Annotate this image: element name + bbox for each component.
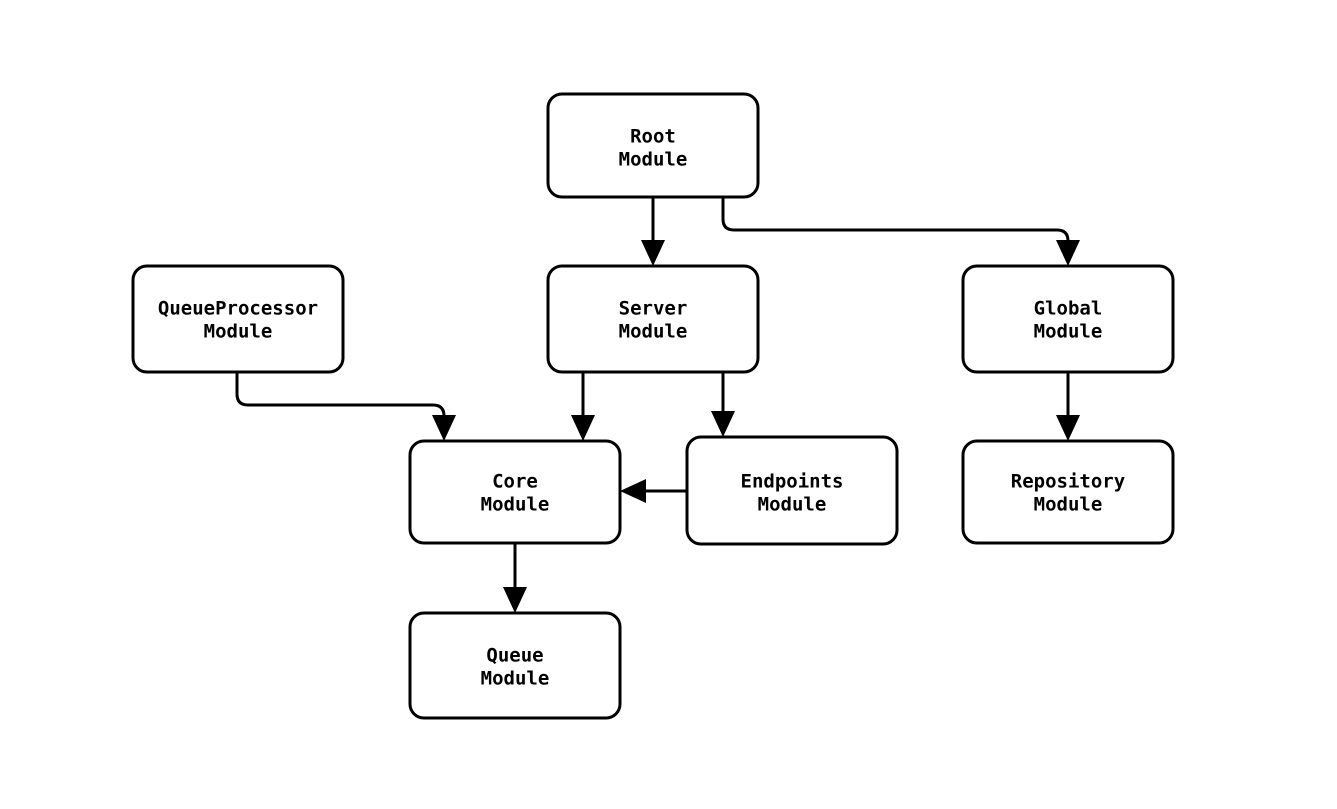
- node-box[interactable]: [546, 92, 760, 199]
- node-label-line1: Queue: [486, 645, 543, 667]
- node-queueprocessor-module[interactable]: QueueProcessor Module: [131, 264, 345, 374]
- edge-line: [721, 197, 1070, 243]
- edge-line: [235, 372, 446, 418]
- node-label-line2: Module: [758, 494, 827, 516]
- edge-server-to-endpoints: [711, 372, 735, 437]
- node-label-line1: Repository: [1011, 471, 1125, 493]
- node-box[interactable]: [408, 611, 622, 720]
- node-label-line1: Server: [619, 298, 688, 320]
- node-box[interactable]: [131, 264, 345, 374]
- arrowhead-icon: [641, 240, 665, 266]
- arrowhead-icon: [620, 479, 646, 503]
- node-global-module[interactable]: Global Module: [961, 264, 1175, 374]
- node-label-line2: Module: [1034, 494, 1103, 516]
- node-label-line2: Module: [481, 494, 550, 516]
- node-label-line2: Module: [619, 149, 688, 171]
- node-label-line1: Endpoints: [741, 471, 844, 493]
- node-endpoints-module[interactable]: Endpoints Module: [685, 435, 899, 546]
- node-box[interactable]: [546, 264, 760, 374]
- edge-core-to-queue: [503, 543, 527, 613]
- arrowhead-icon: [503, 587, 527, 613]
- node-label-line1: QueueProcessor: [158, 298, 318, 320]
- node-box[interactable]: [408, 439, 622, 545]
- edge-root-to-global: [721, 197, 1080, 266]
- edge-endpoints-to-core: [620, 479, 687, 503]
- node-box[interactable]: [961, 439, 1175, 545]
- node-queue-module[interactable]: Queue Module: [408, 611, 622, 720]
- edge-root-to-server: [641, 197, 665, 266]
- node-server-module[interactable]: Server Module: [546, 264, 760, 374]
- node-label-line1: Core: [492, 471, 538, 493]
- node-root-module[interactable]: Root Module: [546, 92, 760, 199]
- arrowhead-icon: [1056, 240, 1080, 266]
- edge-global-to-repository: [1056, 372, 1080, 441]
- arrowhead-icon: [571, 415, 595, 441]
- edge-queueprocessor-to-core: [235, 372, 456, 441]
- node-label-line1: Root: [630, 126, 676, 148]
- node-label-line1: Global: [1034, 298, 1103, 320]
- node-label-line2: Module: [619, 321, 688, 343]
- arrowhead-icon: [432, 415, 456, 441]
- arrowhead-icon: [711, 411, 735, 437]
- node-core-module[interactable]: Core Module: [408, 439, 622, 545]
- node-label-line2: Module: [1034, 321, 1103, 343]
- edge-server-to-core: [571, 372, 595, 441]
- node-box[interactable]: [961, 264, 1175, 374]
- node-repository-module[interactable]: Repository Module: [961, 439, 1175, 545]
- node-label-line2: Module: [204, 321, 273, 343]
- node-label-line2: Module: [481, 668, 550, 690]
- arrowhead-icon: [1056, 415, 1080, 441]
- node-box[interactable]: [685, 435, 899, 546]
- nodes-layer: Root Module QueueProcessor Module Server…: [131, 92, 1175, 720]
- edges-layer: [235, 197, 1080, 613]
